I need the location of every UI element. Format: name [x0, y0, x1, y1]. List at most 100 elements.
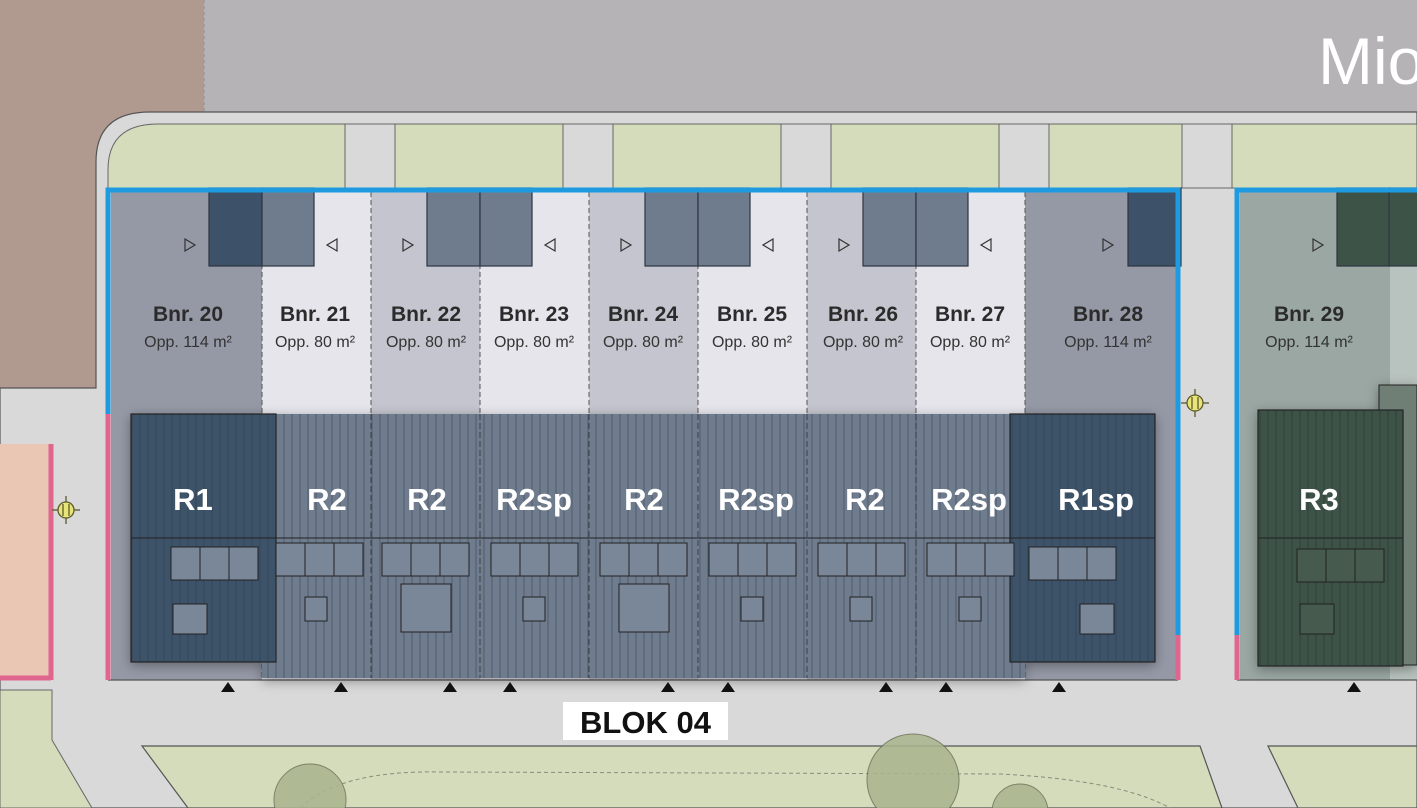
plot-number: Bnr. 29 [1274, 303, 1344, 326]
plot-area-label: Opp. 114 m² [144, 334, 232, 351]
plot-area-label: Opp. 80 m² [603, 334, 684, 351]
roof-window [1296, 548, 1327, 583]
roof-window [490, 542, 521, 577]
entry-arrow-icon [838, 237, 851, 253]
roof-hatch [522, 596, 546, 622]
shed [1336, 187, 1391, 267]
roof-hatch [849, 596, 873, 622]
roof-window [410, 542, 441, 577]
neighbour-roof [1257, 384, 1417, 667]
unit-type-label: R2sp [496, 482, 572, 517]
block-label: BLOK 04 [580, 705, 712, 740]
entrance-marker-icon [879, 682, 893, 692]
roof-hatch [740, 596, 764, 622]
entrance-marker-icon [1347, 682, 1361, 692]
shed [479, 187, 533, 267]
roof-window [708, 542, 739, 577]
entry-arrow-icon [1102, 237, 1115, 253]
shed [644, 187, 699, 267]
shed [1127, 187, 1182, 267]
entry-arrow-icon [761, 237, 774, 253]
entrance-marker-icon [661, 682, 675, 692]
plot-area-label: Opp. 80 m² [823, 334, 904, 351]
shed [697, 187, 751, 267]
unit-type-label: R2sp [718, 482, 794, 517]
blok05-blue-border [1234, 187, 1417, 635]
roof-window [275, 542, 306, 577]
roof-hatch [958, 596, 982, 622]
unit-type-label: R1 [173, 482, 213, 517]
entry-arrow-icon [1312, 237, 1325, 253]
plot-area-label: Opp. 80 m² [494, 334, 575, 351]
entrance-marker-icon [1052, 682, 1066, 692]
entry-arrow-icon [620, 237, 633, 253]
roof-window [1057, 546, 1088, 581]
shed [426, 187, 481, 267]
roof-hatch [172, 603, 208, 635]
plot-area-label: Opp. 80 m² [930, 334, 1011, 351]
plot-area-label: Opp. 80 m² [275, 334, 356, 351]
unit-type-label: R2 [845, 482, 885, 517]
bottom-lawn-right [1267, 745, 1417, 808]
roof-hatch [1079, 603, 1115, 635]
entry-arrow-icon [325, 237, 338, 253]
entrance-marker-icon [443, 682, 457, 692]
roof-hatch [400, 583, 452, 633]
plot-area-label: Opp. 114 m² [1064, 334, 1152, 351]
shed [208, 187, 263, 267]
roof-window [1086, 546, 1117, 581]
lawn-path [299, 771, 1171, 808]
light-fixture-icon [52, 496, 80, 524]
left-green-corner [0, 689, 93, 808]
roof-window [333, 542, 364, 577]
plot-number: Bnr. 28 [1073, 303, 1143, 326]
plot-area-label: Opp. 80 m² [386, 334, 467, 351]
roof-window [170, 546, 201, 581]
roof-window [875, 542, 906, 577]
roof-window [548, 542, 579, 577]
roof-window [955, 542, 986, 577]
shed [261, 187, 315, 267]
roof-window [926, 542, 957, 577]
road-area [0, 0, 1417, 112]
roof-window [817, 542, 848, 577]
entrance-marker-icon [221, 682, 235, 692]
shed [915, 187, 969, 267]
roof-window [846, 542, 877, 577]
roof-window [1028, 546, 1059, 581]
plot-number: Bnr. 23 [499, 303, 569, 326]
blok04-blue-border [105, 187, 1181, 635]
left-neighbour-plot [0, 444, 51, 680]
shed [862, 187, 917, 267]
unit-type-label: R2 [407, 482, 447, 517]
roof-window [737, 542, 768, 577]
entry-arrow-icon [402, 237, 415, 253]
roof-window [519, 542, 550, 577]
plot-number: Bnr. 24 [608, 303, 678, 326]
entry-arrow-icon [979, 237, 992, 253]
roof-window [766, 542, 797, 577]
entrance-marker-icon [721, 682, 735, 692]
entrance-marker-icon [503, 682, 517, 692]
unit-type-label: R2 [307, 482, 347, 517]
roof-window [304, 542, 335, 577]
unit-type-label: R2sp [931, 482, 1007, 517]
entry-arrow-icon [543, 237, 556, 253]
unit-type-label: R2 [624, 482, 664, 517]
unit-type-label: R3 [1299, 482, 1339, 517]
plot-number: Bnr. 21 [280, 303, 350, 326]
roof-window [628, 542, 659, 577]
roof-window [1354, 548, 1385, 583]
entrance-marker-icon [939, 682, 953, 692]
roof-window [984, 542, 1015, 577]
roof-hatch [304, 596, 328, 622]
roof-window [599, 542, 630, 577]
plot-area-label: Opp. 114 m² [1265, 334, 1353, 351]
walkway-gaps [344, 123, 1233, 189]
plot-number: Bnr. 26 [828, 303, 898, 326]
plot-area-label: Opp. 80 m² [712, 334, 793, 351]
road-name-label: Mio [1318, 24, 1417, 98]
block-label-background [563, 702, 728, 740]
